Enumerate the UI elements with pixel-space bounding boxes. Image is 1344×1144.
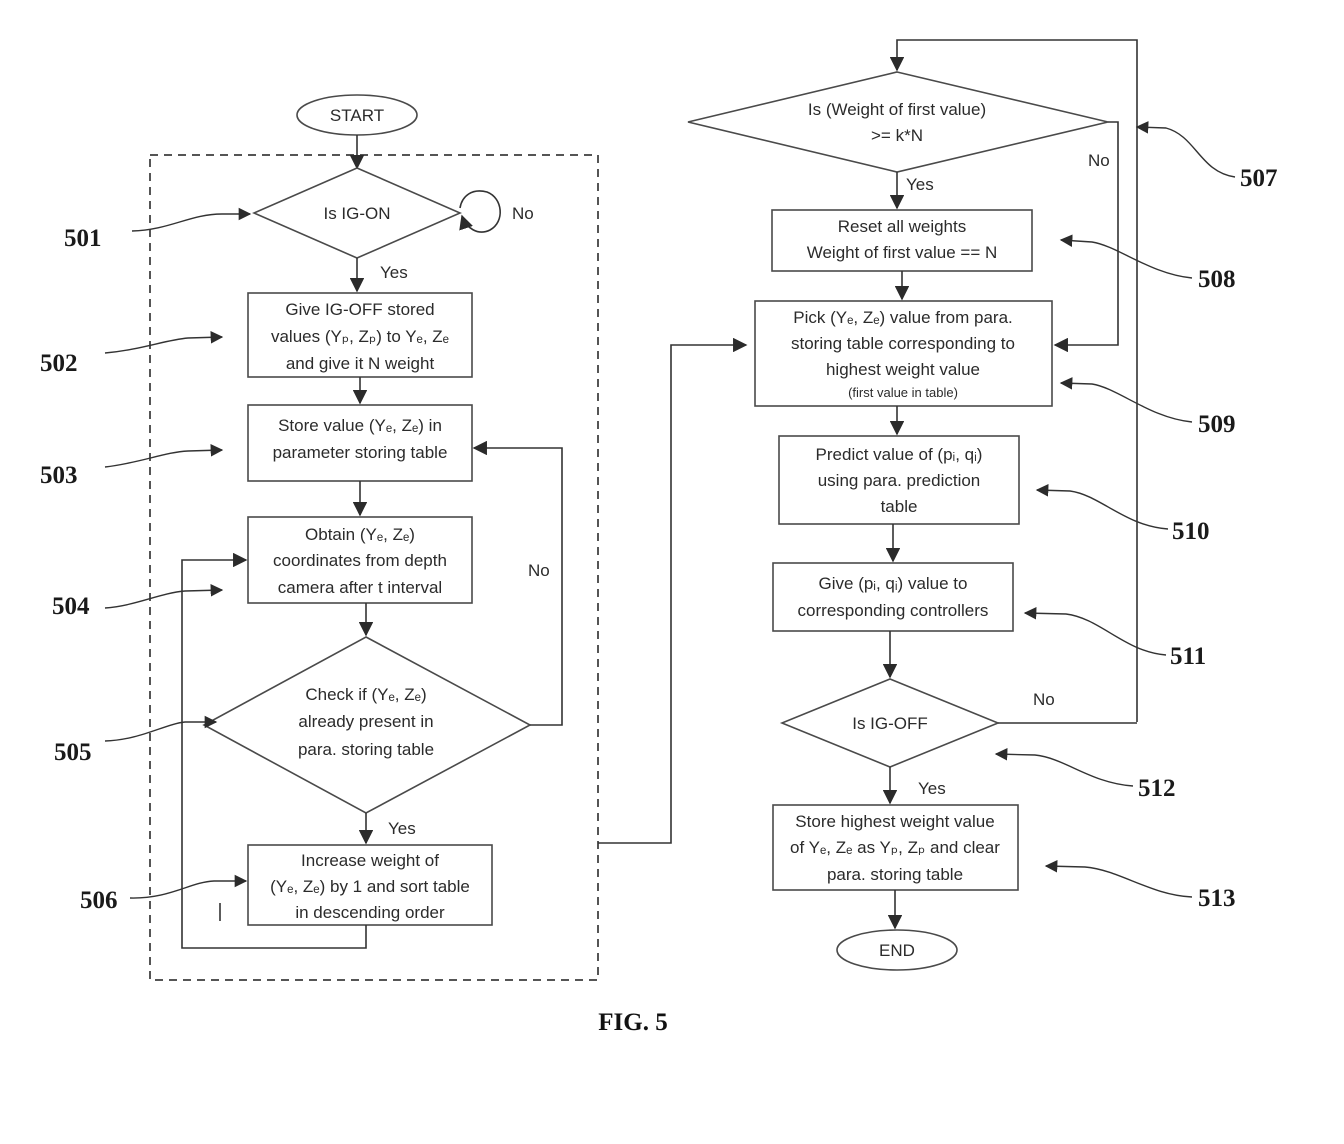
decision-505-line-2: already present in [298,712,433,731]
process-511-line-1: Give (pᵢ, qᵢ) value to [819,574,968,593]
process-504-line-1: Obtain (Yₑ, Zₑ) [305,525,415,544]
figure-caption: FIG. 5 [598,1009,667,1036]
process-give-igoff-values [247,292,473,378]
process-510-line-2: using para. prediction [818,471,981,490]
leader-511 [1023,606,1167,656]
process-506-line-2: (Yₑ, Zₑ) by 1 and sort table [270,877,470,896]
leader-513 [1044,859,1193,898]
ref-501: 501 [64,225,102,252]
label-501-yes: Yes [380,263,408,282]
process-reset-weights [771,209,1033,272]
decision-ig-on-label: Is IG-ON [323,204,390,223]
decision-505-line-3: para. storing table [298,740,434,759]
label-507-yes: Yes [906,175,934,194]
process-504-line-3: camera after t interval [278,578,442,597]
label-512-no: No [1033,690,1055,709]
leader-502 [104,331,224,354]
decision-weight-threshold [687,71,1109,173]
process-508-line-1: Reset all weights [838,217,967,236]
decision-505-line-1: Check if (Yₑ, Zₑ) [305,685,426,704]
leader-506 [129,874,248,899]
ref-508: 508 [1198,266,1236,293]
process-503-line-2: parameter storing table [273,443,448,462]
label-507-no: No [1088,151,1110,170]
decision-ig-off-label: Is IG-OFF [852,714,928,733]
process-509-note: (first value in table) [848,385,958,400]
process-513-line-1: Store highest weight value [795,812,994,831]
process-513-line-3: para. storing table [827,865,963,884]
edge-501-no-loop [459,190,501,233]
process-502-line-3: and give it N weight [286,354,435,373]
process-511-line-2: corresponding controllers [798,601,989,620]
ref-505: 505 [54,739,92,766]
ref-511: 511 [1170,643,1206,670]
ref-509: 509 [1198,411,1236,438]
ref-504: 504 [52,593,90,620]
process-513-line-2: of Yₑ, Zₑ as Yₚ, Zₚ and clear [790,838,1000,857]
process-obtain-coordinates [247,516,473,604]
process-509-line-2: storing table corresponding to [791,334,1015,353]
leader-507 [1135,121,1236,178]
edge-507-no-to-509 [1053,121,1119,353]
leader-504 [104,584,224,609]
ref-510: 510 [1172,518,1210,545]
end-label: END [879,941,915,960]
process-502-line-2: values (Yₚ, Zₚ) to Yₑ, Zₑ [271,327,449,346]
process-503-line-1: Store value (Yₑ, Zₑ) in [278,416,442,435]
decision-507-line-2: >= k*N [871,126,923,145]
leader-503 [104,444,224,468]
process-508-line-2: Weight of first value == N [807,243,998,262]
process-509-line-1: Pick (Yₑ, Zₑ) value from para. [793,308,1013,327]
process-506-line-3: in descending order [295,903,445,922]
process-predict-value [778,435,1020,525]
leader-505 [104,715,218,742]
process-store-value [247,404,473,482]
decision-507-line-1: Is (Weight of first value) [808,100,986,119]
label-512-yes: Yes [918,779,946,798]
ref-513: 513 [1198,885,1236,912]
process-504-line-2: coordinates from depth [273,551,447,570]
ref-506: 506 [80,887,118,914]
process-502-line-1: Give IG-OFF stored [285,300,434,319]
process-509-line-3: highest weight value [826,360,980,379]
leader-508 [1059,234,1193,279]
ref-502: 502 [40,350,78,377]
process-pick-value [754,300,1053,407]
start-label: START [330,106,384,125]
process-510-line-3: table [881,497,918,516]
leader-501 [131,207,252,232]
end-terminal [836,929,958,971]
ref-503: 503 [40,462,78,489]
leader-509 [1059,377,1193,423]
process-510-line-1: Predict value of (pᵢ, qᵢ) [816,445,983,464]
label-501-no: No [512,204,534,223]
label-505-yes: Yes [388,819,416,838]
process-store-highest [772,804,1019,891]
ref-512: 512 [1138,775,1176,802]
edge-505-no-to-503 [472,440,563,726]
label-505-no: No [528,561,550,580]
process-increase-weight [247,844,493,926]
process-give-to-controllers [772,562,1014,632]
process-506-line-1: Increase weight of [301,851,439,870]
dashed-boundary [149,154,599,981]
ref-507: 507 [1240,165,1278,192]
leader-512 [994,747,1134,787]
edge-loop-exit-to-509 [598,337,748,844]
edge-512-no-to-507 [889,39,1138,722]
leader-510 [1035,484,1169,530]
edge-506-loop-to-504 [181,552,367,949]
